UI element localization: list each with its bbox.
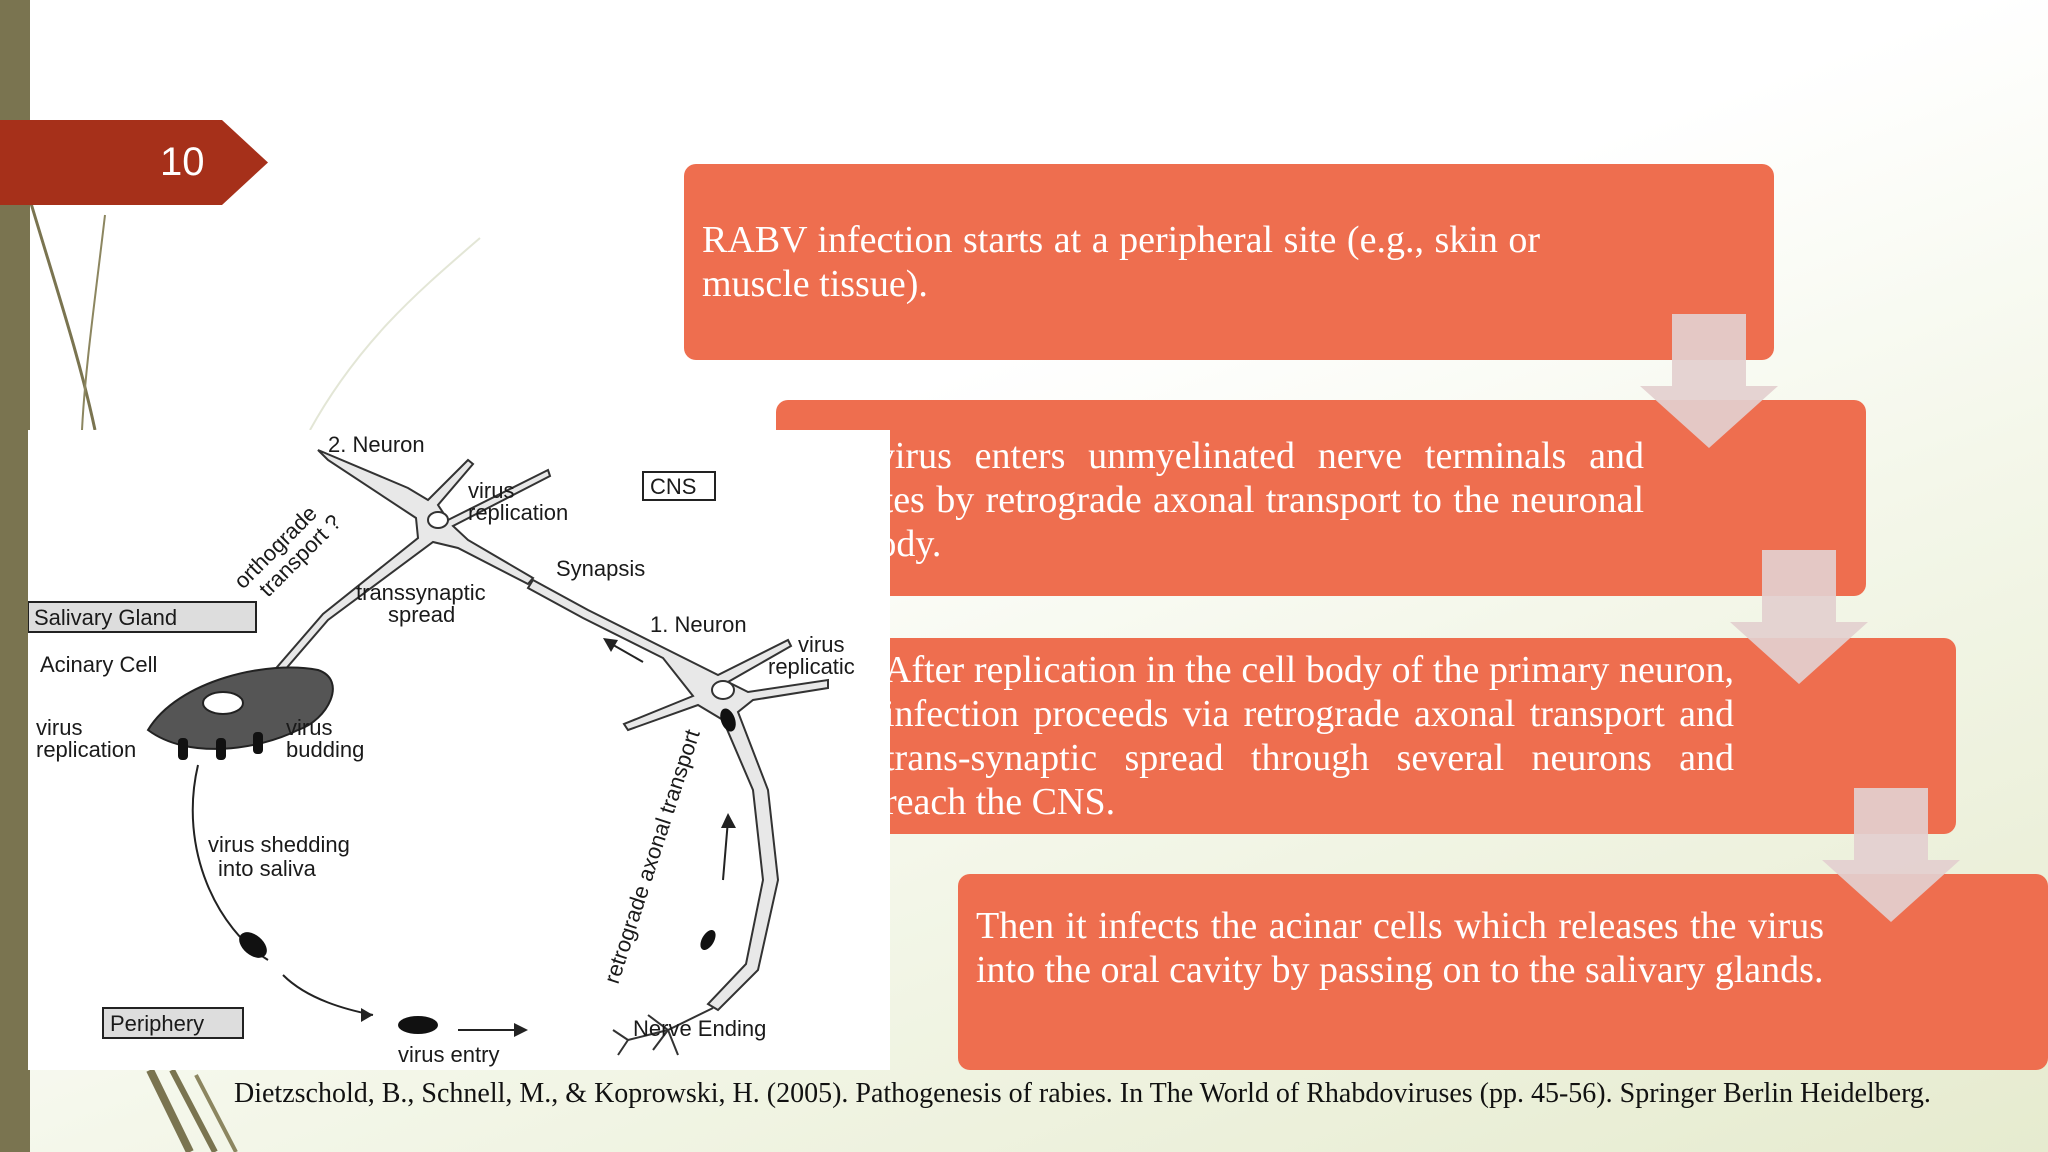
- down-arrow-3-icon: [1822, 788, 1960, 922]
- neuron1-nucleus: [711, 680, 735, 700]
- label-virus-replication-right2: replicatic: [768, 654, 855, 679]
- label-cns: CNS: [650, 474, 696, 499]
- flow-step-3: After replication in the cell body of th…: [866, 638, 1956, 834]
- label-virus-replication-left2: replication: [36, 737, 136, 762]
- label-periphery: Periphery: [110, 1011, 204, 1036]
- label-virus-entry: virus entry: [398, 1042, 499, 1067]
- label-nerve-ending: Nerve Ending: [633, 1016, 766, 1041]
- down-arrow-2-icon: [1730, 550, 1868, 684]
- label-virus-shedding: virus shedding: [208, 832, 350, 857]
- label-transsynaptic: transsynaptic: [356, 580, 486, 605]
- flow-step-3-text: After replication in the cell body of th…: [884, 649, 1734, 823]
- down-arrow-1-icon: [1640, 314, 1778, 448]
- flow-step-2-text: The virus enters unmyelinated nerve term…: [794, 435, 1644, 565]
- nerve-ending-branches: [612, 1007, 714, 1056]
- flow-step-4: Then it infects the acinar cells which r…: [958, 874, 2048, 1070]
- label-transsynaptic2: spread: [388, 602, 455, 627]
- neuron2-nucleus: [427, 511, 449, 529]
- flow-step-1-text: RABV infection starts at a peripheral si…: [702, 219, 1540, 305]
- label-synapsis: Synapsis: [556, 556, 645, 581]
- label-neuron1: 1. Neuron: [650, 612, 747, 637]
- citation: Dietzschold, B., Schnell, M., & Koprowsk…: [234, 1078, 1931, 1109]
- slide-number-tab: [0, 120, 268, 205]
- label-virus-replication-right: virus: [798, 632, 844, 657]
- flow-step-2: The virus enters unmyelinated nerve term…: [776, 400, 1866, 596]
- flow-step-4-text: Then it infects the acinar cells which r…: [976, 905, 1824, 991]
- label-virus-replication-left: virus: [36, 715, 82, 740]
- flow-step-1: RABV infection starts at a peripheral si…: [684, 164, 1774, 360]
- label-neuron2: 2. Neuron: [328, 432, 425, 457]
- label-retrograde-transport: retrograde axonal transport: [599, 726, 705, 986]
- label-virus-replication-top: virus: [468, 478, 514, 503]
- label-acinary-cell: Acinary Cell: [40, 652, 157, 677]
- label-virus-budding2: budding: [286, 737, 364, 762]
- label-virus-shedding2: into saliva: [218, 856, 317, 881]
- slide-number: 10: [160, 140, 205, 184]
- label-virus-budding: virus: [286, 715, 332, 740]
- label-salivary-gland: Salivary Gland: [34, 605, 177, 630]
- label-virus-replication-top2: replication: [468, 500, 568, 525]
- pathogenesis-diagram: 2. Neuron CNS virus replication orthogra…: [27, 432, 855, 1067]
- pathogenesis-figure: 2. Neuron CNS virus replication orthogra…: [27, 430, 890, 1070]
